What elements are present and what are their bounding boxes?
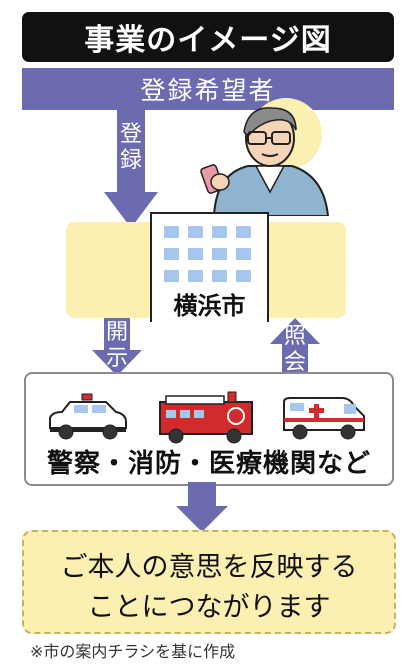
outcome-line-1: ご本人の意思を反映する [60,552,358,583]
disclose-arrow [92,318,142,376]
register-arrow-label: 登録 [119,122,142,173]
register-arrow [104,110,158,228]
source-footnote: ※市の案内チラシを基に作成 [30,642,236,661]
disclose-arrow-label: 開示 [105,320,128,371]
page-title: 事業のイメージ図 [22,12,394,62]
agencies-label: 警察・消防・医療機関など [46,449,371,479]
registrant-banner: 登録希望者 [22,68,394,110]
outcome-arrow [176,482,228,532]
fire-truck-icon [159,391,253,444]
inquire-arrow-label: 照会 [283,324,306,375]
city-label: 横浜市 [173,292,246,320]
person-illustration [200,98,330,216]
outcome-line-2: ことにつながります [87,592,331,623]
city-hall-building [150,212,269,322]
outcome-box [22,530,396,634]
inquire-arrow [270,318,320,376]
police-car-icon [49,393,127,440]
ambulance-icon [283,397,365,440]
